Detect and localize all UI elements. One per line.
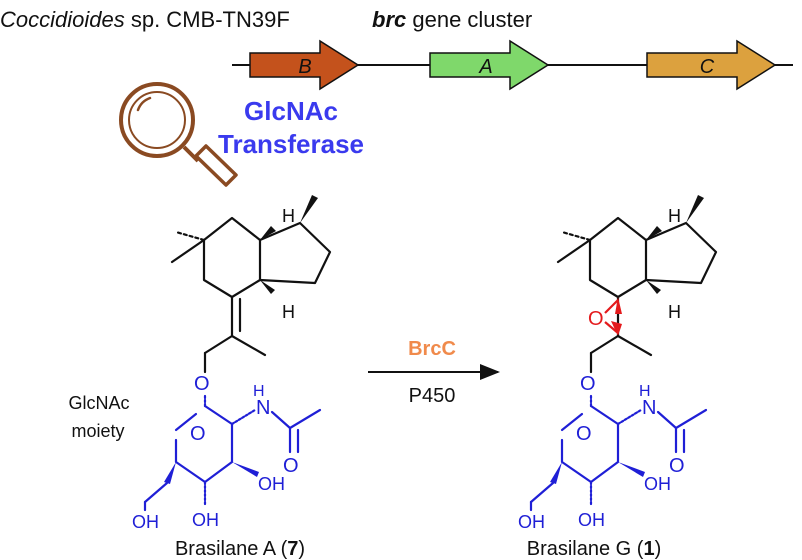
h-atom-bottom-right: H	[668, 302, 681, 322]
h-atom-top-right: H	[668, 206, 681, 226]
hydroxyl-c3-left: OH	[192, 510, 219, 530]
glycosidic-oxygen-right: O	[580, 373, 596, 395]
organism-label: Coccidioides sp. CMB-TN39F	[0, 7, 290, 32]
gene-a-label: A	[478, 56, 492, 78]
carbonyl-oxygen-right: O	[669, 455, 685, 477]
ring-oxygen-right: O	[576, 423, 592, 445]
nitrogen-left: N	[256, 397, 270, 419]
epoxide-oxygen: O	[588, 308, 604, 330]
magnifier-icon	[119, 82, 238, 187]
brasilane-g-structure: H H O O	[556, 195, 718, 395]
ring-oxygen-left: O	[190, 423, 206, 445]
hydroxyl-c6-right: OH	[518, 512, 545, 532]
brasilane-g-name: Brasilane G (1)	[527, 538, 662, 560]
carbonyl-oxygen-left: O	[283, 455, 299, 477]
nitrogen-right: N	[642, 397, 656, 419]
glcnac-label: GlcNAc	[244, 96, 338, 126]
hydroxyl-c4-left: OH	[258, 474, 285, 494]
nh-hydrogen-right: H	[639, 383, 651, 400]
enzyme-label: BrcC	[408, 338, 456, 360]
gene-c-label: C	[700, 56, 715, 78]
glcnac-moiety-right: O N H O OH OH OH	[518, 383, 708, 532]
hydroxyl-c3-right: OH	[578, 510, 605, 530]
hydroxyl-c4-right: OH	[644, 474, 671, 494]
h-atom-top: H	[282, 206, 295, 226]
gene-a-arrow: A	[429, 39, 550, 91]
hydroxyl-c6-left: OH	[132, 512, 159, 532]
cofactor-label: P450	[409, 385, 456, 407]
gene-c-arrow: C	[646, 39, 777, 91]
glcnac-moiety-line2: moiety	[71, 421, 124, 441]
brasilane-a-name: Brasilane A (7)	[175, 538, 305, 560]
nh-hydrogen-left: H	[253, 383, 265, 400]
gene-b-label: B	[298, 56, 311, 78]
glycosidic-oxygen: O	[194, 373, 210, 395]
glcnac-moiety-line1: GlcNAc	[68, 393, 129, 413]
cluster-label: brc gene cluster	[372, 7, 532, 32]
gene-b-arrow: B	[249, 39, 360, 91]
glcnac-moiety-left: O N H O OH OH OH	[132, 383, 322, 532]
h-atom-bottom: H	[282, 302, 295, 322]
transferase-label: Transferase	[218, 129, 364, 159]
brasilane-a-structure: H H O	[170, 195, 332, 395]
